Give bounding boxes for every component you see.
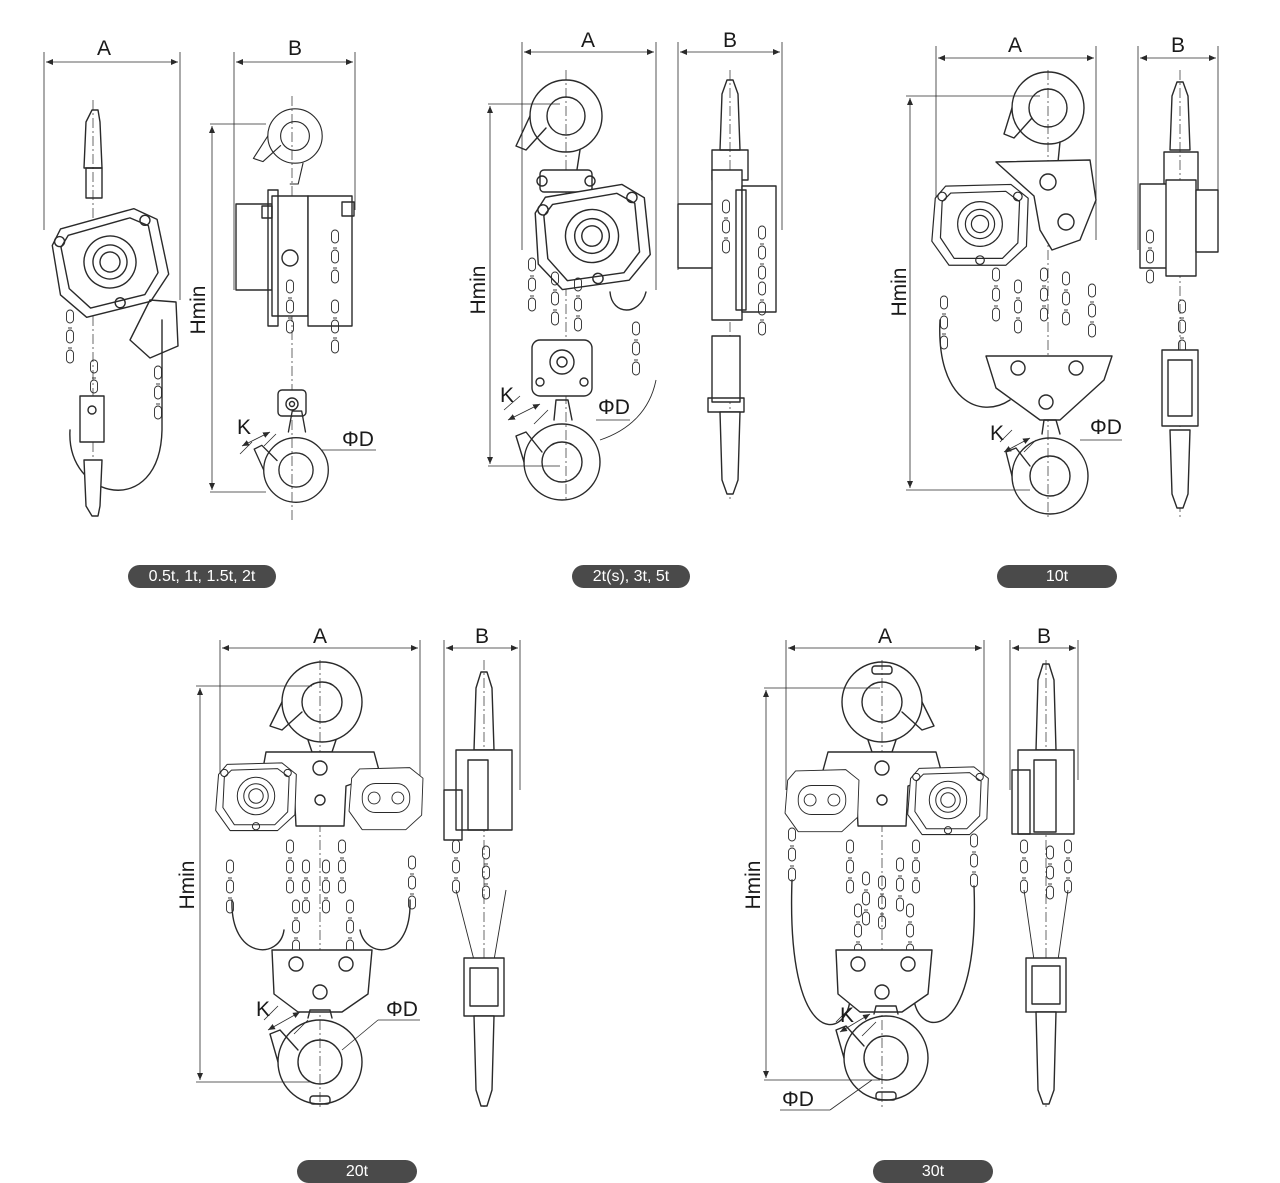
d3-label-hmin: Hmin bbox=[888, 267, 911, 316]
drawing-2t-5t: A B Hmin K ΦD bbox=[467, 29, 783, 501]
d2-label-b: B bbox=[723, 29, 737, 52]
d4-label-b: B bbox=[475, 625, 489, 648]
d4-front-view bbox=[196, 640, 424, 1110]
drawing-0-5t-2t: A B Hmin K ΦD bbox=[43, 37, 376, 520]
d5-label-b: B bbox=[1037, 625, 1051, 648]
drawing-20t: A B Hmin K ΦD bbox=[176, 625, 521, 1110]
d5-side-view bbox=[1009, 640, 1079, 1110]
d1-label-b: B bbox=[288, 37, 302, 60]
caption-pill-30t: 30t bbox=[873, 1160, 993, 1183]
d3-label-k: K bbox=[990, 422, 1004, 445]
d2-label-a: A bbox=[581, 29, 595, 52]
d3-side-view bbox=[1137, 46, 1219, 520]
caption-pill-0-5t-2t: 0.5t, 1t, 1.5t, 2t bbox=[128, 565, 276, 588]
caption-pill-20t: 20t bbox=[297, 1160, 417, 1183]
d2-label-hmin: Hmin bbox=[467, 265, 490, 314]
d5-label-a: A bbox=[878, 625, 892, 648]
d3-label-d: ΦD bbox=[1090, 416, 1122, 439]
drawing-30t: A B Hmin K ΦD bbox=[742, 625, 1079, 1111]
drawing-10t: A B Hmin K ΦD bbox=[888, 34, 1219, 520]
d4-side-view bbox=[443, 640, 521, 1110]
d1-label-k: K bbox=[237, 416, 251, 439]
d2-side-view bbox=[677, 42, 783, 500]
d1-front-view bbox=[43, 52, 181, 517]
d3-front-view bbox=[906, 46, 1122, 520]
caption-pill-2t-5t: 2t(s), 3t, 5t bbox=[572, 565, 690, 588]
d4-label-k: K bbox=[256, 998, 270, 1021]
d1-side-view bbox=[209, 52, 376, 520]
d1-label-hmin: Hmin bbox=[187, 285, 210, 334]
d5-front-view bbox=[763, 640, 989, 1111]
d2-label-d: ΦD bbox=[598, 396, 630, 419]
d1-label-a: A bbox=[97, 37, 111, 60]
d4-label-a: A bbox=[313, 625, 327, 648]
d4-label-d: ΦD bbox=[386, 998, 418, 1021]
d1-label-d: ΦD bbox=[342, 428, 374, 451]
d5-label-hmin: Hmin bbox=[742, 860, 765, 909]
d2-label-k: K bbox=[500, 384, 514, 407]
d5-label-d: ΦD bbox=[782, 1088, 814, 1111]
d4-label-hmin: Hmin bbox=[176, 860, 199, 909]
d2-front-view bbox=[487, 42, 657, 501]
d3-label-b: B bbox=[1171, 34, 1185, 57]
d3-label-a: A bbox=[1008, 34, 1022, 57]
caption-pill-10t: 10t bbox=[997, 565, 1117, 588]
d5-label-k: K bbox=[840, 1004, 854, 1027]
